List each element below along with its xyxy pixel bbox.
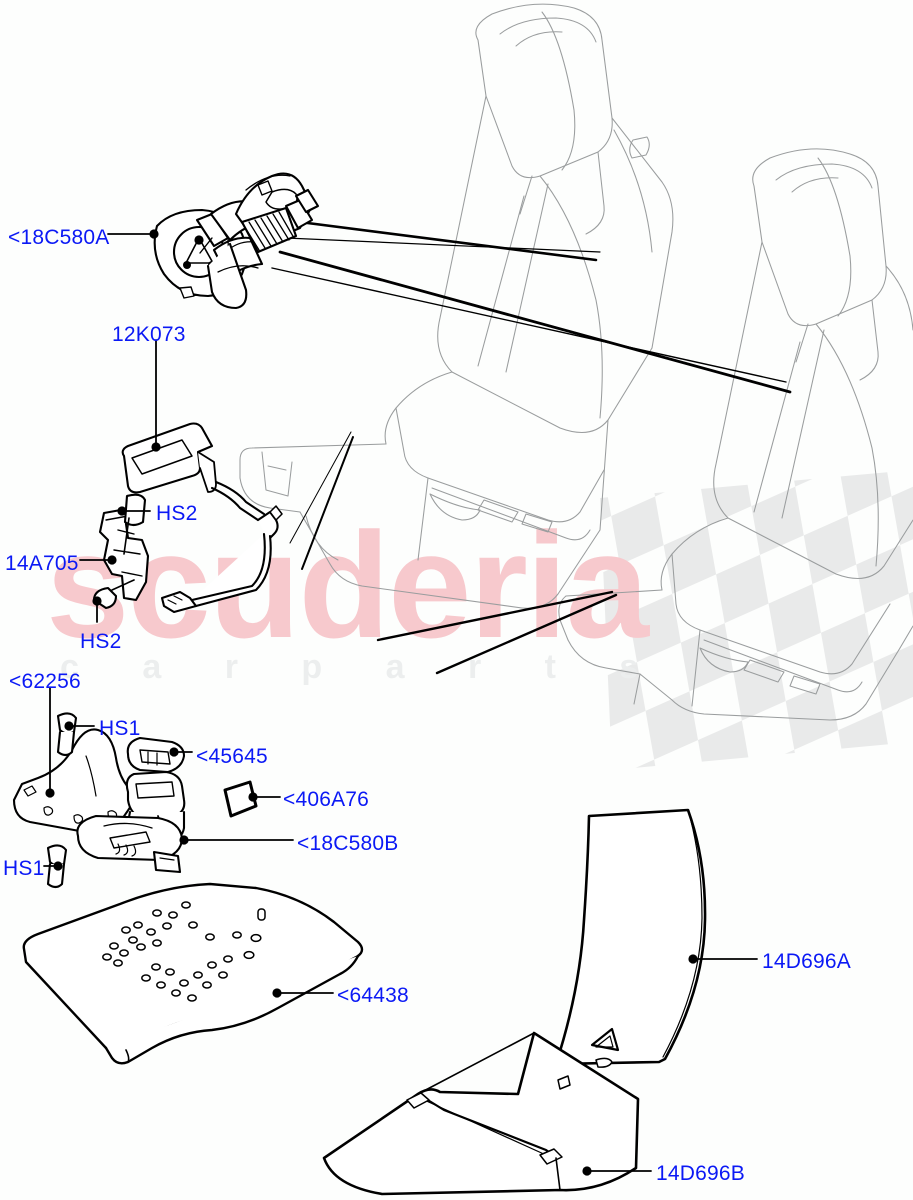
part-label-hs1-upper[interactable]: HS1	[99, 717, 141, 740]
label-leader-lines	[43, 233, 758, 1172]
label-anchor-dots	[45, 229, 698, 1176]
part-64438-cushion-pad	[22, 882, 364, 1065]
part-label-64438[interactable]: <64438	[337, 984, 409, 1007]
part-label-hs2-upper[interactable]: HS2	[156, 502, 198, 525]
part-12k073-sensor-mat	[121, 422, 283, 614]
part-14d696a-backrest-panel	[554, 808, 707, 1066]
part-label-18c580a[interactable]: <18C580A	[8, 226, 110, 249]
part-label-62256[interactable]: <62256	[9, 670, 81, 693]
ghost-seat-right	[558, 148, 913, 721]
part-label-45645[interactable]: <45645	[196, 745, 268, 768]
part-label-14a705[interactable]: 14A705	[5, 552, 79, 575]
part-18c580a-retractor	[153, 172, 320, 310]
part-14d696b-cushion-panel	[322, 1027, 640, 1196]
watermark-carparts: c a r p a r t s	[60, 648, 666, 686]
watermark-scuderia: scuderia	[46, 501, 649, 669]
part-label-14d696a[interactable]: 14D696A	[762, 950, 851, 973]
part-label-406a76[interactable]: <406A76	[283, 788, 370, 811]
callout-leader-lines	[271, 219, 792, 675]
part-45645-cap	[126, 736, 186, 774]
part-406a76-bezel	[223, 780, 258, 818]
part-label-12k073[interactable]: 12K073	[112, 323, 186, 346]
ghost-seat-left	[239, 3, 674, 609]
part-label-hs1-lower[interactable]: HS1	[3, 857, 45, 880]
part-label-14d696b[interactable]: 14D696B	[656, 1162, 745, 1185]
part-18c580b-buckle	[76, 770, 186, 874]
part-label-18c580b[interactable]: <18C580B	[297, 832, 399, 855]
part-label-hs2-lower[interactable]: HS2	[80, 630, 122, 653]
